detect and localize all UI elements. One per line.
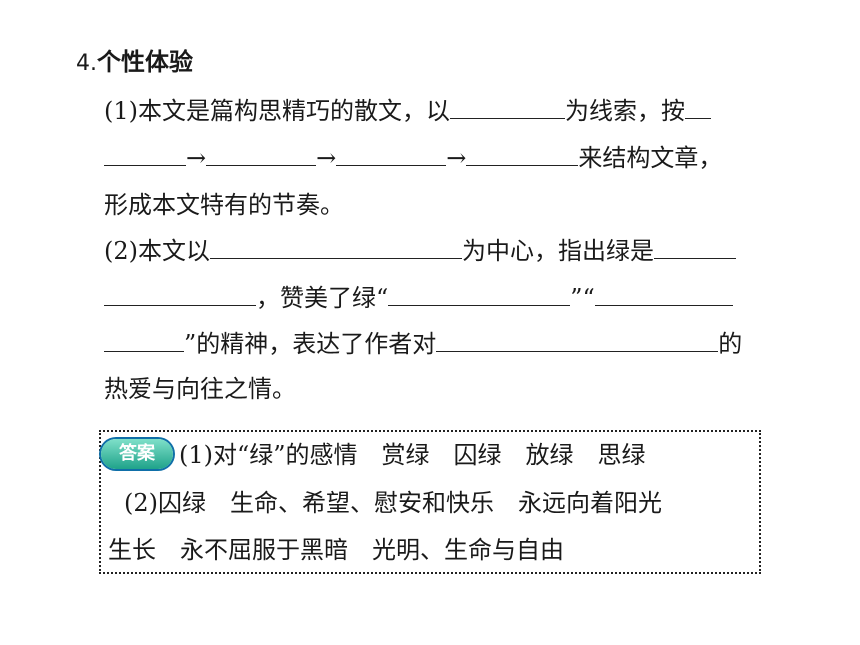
answer-line-2: (2)囚绿 生命、希望、慰安和快乐 永远向着阳光 bbox=[124, 489, 662, 517]
section-heading: 4.个性体验 bbox=[76, 47, 193, 77]
q1-line-2: → → → 来结构文章， bbox=[104, 143, 722, 173]
q2-line-1: (2)本文以 为中心，指出绿是 bbox=[104, 236, 736, 266]
section-title: 个性体验 bbox=[97, 48, 193, 76]
q2-line-3: ”的精神，表达了作者对 的 bbox=[104, 329, 742, 359]
q1-line-3: 形成本文特有的节奏。 bbox=[104, 190, 344, 220]
q1-blank-order-start bbox=[685, 96, 711, 119]
q1-blank-clue bbox=[450, 96, 565, 119]
q2-line-4: 热爱与向往之情。 bbox=[104, 374, 296, 404]
q1-line-1: (1)本文是篇构思精巧的散文，以 为线索，按 bbox=[104, 96, 711, 126]
q1-blank-step-3 bbox=[336, 143, 447, 166]
q2-blank-spirit-2-start bbox=[594, 283, 733, 306]
answer-box bbox=[99, 430, 761, 574]
q2-blank-love-object bbox=[436, 329, 719, 352]
q2-text-e: ”的精神，表达了作者对 bbox=[184, 330, 437, 358]
q2-text-c: ，赞美了绿“ bbox=[256, 284, 389, 312]
section-number: 4. bbox=[76, 51, 97, 76]
q2-line-2: ，赞美了绿“ ”“ bbox=[104, 283, 733, 313]
q2-blank-center bbox=[210, 236, 462, 259]
q1-blank-step-4 bbox=[466, 143, 579, 166]
q1-text-end: 来结构文章， bbox=[578, 144, 723, 172]
answer-badge: 答案 bbox=[101, 439, 173, 469]
q1-text-a: (1)本文是篇构思精巧的散文，以 bbox=[104, 97, 450, 125]
q2-blank-spirit-1 bbox=[388, 283, 571, 306]
q2-text-a: (2)本文以 bbox=[104, 237, 210, 265]
q2-text-g: 热爱与向往之情。 bbox=[104, 375, 296, 403]
arrow-icon: → bbox=[446, 144, 467, 172]
q1-text-b: 为线索，按 bbox=[565, 97, 685, 125]
answer-line-1: (1)对“绿”的感情 赏绿 囚绿 放绿 思绿 bbox=[179, 441, 646, 469]
q2-text-b: 为中心，指出绿是 bbox=[462, 237, 654, 265]
q1-blank-step-2 bbox=[206, 143, 317, 166]
q2-blank-green-is-start bbox=[654, 236, 736, 259]
q2-text-d: ”“ bbox=[570, 284, 595, 312]
q1-blank-step-1 bbox=[104, 143, 186, 166]
q2-text-f: 的 bbox=[718, 330, 743, 358]
q1-text-c: 形成本文特有的节奏。 bbox=[104, 191, 344, 219]
answer-line-3: 生长 永不屈服于黑暗 光明、生命与自由 bbox=[108, 536, 564, 564]
q2-blank-green-is-end bbox=[104, 283, 256, 306]
arrow-icon: → bbox=[316, 144, 337, 172]
q2-blank-spirit-2-end bbox=[104, 329, 184, 352]
arrow-icon: → bbox=[186, 144, 207, 172]
